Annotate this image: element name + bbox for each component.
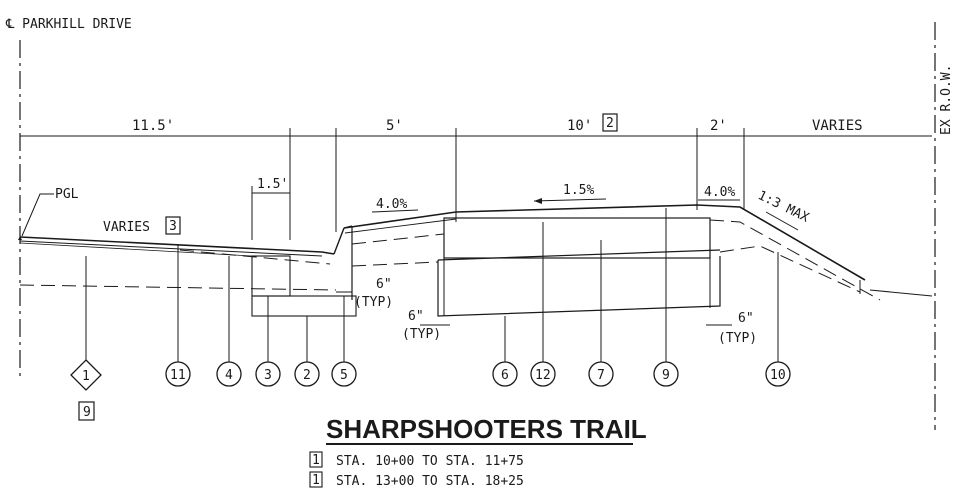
svg-text:10: 10 bbox=[770, 368, 786, 383]
dim-1-5: 1.5' bbox=[257, 177, 288, 192]
six-inch-b: 6" bbox=[408, 309, 424, 324]
slope-trail-arrow bbox=[533, 198, 607, 202]
trail-surface bbox=[343, 204, 866, 281]
varies-note-box bbox=[165, 216, 181, 235]
svg-text:4: 4 bbox=[225, 368, 233, 383]
centerline-label: ℄ PARKHILL DRIVE bbox=[5, 17, 132, 32]
callout-7: 7 bbox=[588, 361, 614, 387]
station-note-2: 1 STA. 13+00 TO STA. 18+25 bbox=[309, 471, 524, 489]
varies-label: VARIES bbox=[103, 220, 150, 235]
callout-5: 5 bbox=[331, 361, 357, 387]
slope-trail: 1.5% bbox=[563, 183, 594, 198]
typ-a: (TYP) bbox=[354, 295, 393, 310]
typ-b: (TYP) bbox=[402, 327, 441, 342]
pgl-point bbox=[18, 236, 22, 240]
dim-10-note-box bbox=[602, 113, 618, 132]
callout-note-number: 9 bbox=[83, 405, 91, 420]
slope-right: 4.0% bbox=[704, 185, 735, 200]
station-note-1: 1 STA. 10+00 TO STA. 11+75 bbox=[309, 451, 524, 469]
dimension-line bbox=[20, 128, 932, 240]
pgl-leader bbox=[21, 193, 54, 237]
callout-3: 3 bbox=[255, 361, 281, 387]
svg-text:STA. 13+00 TO STA. 18+25: STA. 13+00 TO STA. 18+25 bbox=[336, 474, 524, 489]
row-label: EX R.O.W. bbox=[939, 65, 954, 135]
svg-text:7: 7 bbox=[597, 368, 605, 383]
svg-text:3: 3 bbox=[264, 368, 272, 383]
dim-5: 5' bbox=[386, 118, 403, 134]
svg-text:9: 9 bbox=[662, 368, 670, 383]
svg-text:1: 1 bbox=[312, 473, 320, 488]
callout-10: 10 bbox=[765, 361, 791, 387]
subgrade-lines bbox=[19, 219, 933, 301]
six-inch-c: 6" bbox=[738, 311, 754, 326]
callout-note-box bbox=[78, 401, 95, 421]
callout-11: 11 bbox=[165, 361, 191, 387]
svg-text:STA. 10+00 TO STA. 11+75: STA. 10+00 TO STA. 11+75 bbox=[336, 454, 524, 469]
dim-11-5: 11.5' bbox=[132, 118, 174, 134]
slope-left-arrow bbox=[371, 209, 419, 213]
callout-leaders bbox=[85, 208, 779, 362]
dim-10-note-number: 2 bbox=[606, 116, 614, 131]
six-inch-a: 6" bbox=[376, 277, 392, 292]
trail-base bbox=[437, 217, 721, 317]
section-title: SHARPSHOOTERS TRAIL bbox=[326, 414, 647, 444]
slope-backslope-arrow bbox=[765, 211, 799, 231]
typ-c: (TYP) bbox=[718, 331, 757, 346]
svg-text:5: 5 bbox=[340, 368, 348, 383]
svg-text:1: 1 bbox=[312, 453, 320, 468]
svg-text:2: 2 bbox=[303, 368, 311, 383]
varies-note-number: 3 bbox=[169, 219, 177, 234]
pgl-label: PGL bbox=[55, 187, 79, 202]
svg-text:11: 11 bbox=[170, 368, 186, 383]
svg-text:12: 12 bbox=[535, 368, 551, 383]
slope-trail-arrowhead bbox=[534, 198, 542, 204]
callout-diamond bbox=[70, 359, 102, 391]
svg-text:6: 6 bbox=[501, 368, 509, 383]
dim-2: 2' bbox=[710, 118, 727, 134]
dim-varies: VARIES bbox=[812, 118, 863, 134]
callout-6: 6 bbox=[492, 361, 518, 387]
callout-2: 2 bbox=[294, 361, 320, 387]
dim-10: 10' bbox=[567, 118, 592, 134]
curb-gutter bbox=[251, 225, 357, 317]
callout-12: 12 bbox=[530, 361, 556, 387]
callout-9: 9 bbox=[653, 361, 679, 387]
slope-left: 4.0% bbox=[376, 197, 407, 212]
callout-4: 4 bbox=[216, 361, 242, 387]
roadway-surface bbox=[19, 236, 335, 257]
callout-diamond-number: 1 bbox=[82, 369, 90, 384]
